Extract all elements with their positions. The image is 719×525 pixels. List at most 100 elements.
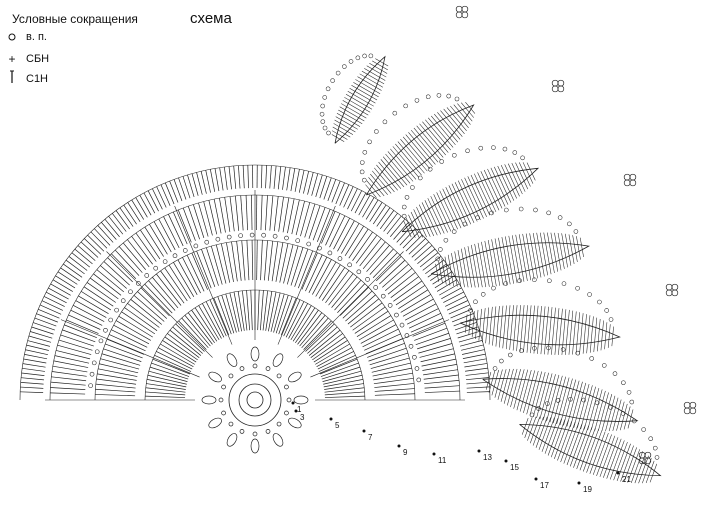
dc-stitch (213, 297, 230, 336)
dc-stitch (246, 290, 250, 331)
dc-stitch (202, 303, 222, 339)
dc-stitch (63, 263, 83, 278)
chain-stitch (239, 366, 245, 371)
dc-stitch (246, 240, 250, 281)
dc-stitch (156, 351, 193, 370)
dc-stitch (177, 259, 198, 296)
dc-stitch (463, 358, 487, 364)
dc-stitch (371, 362, 411, 373)
dc-stitch (156, 273, 182, 306)
dc-stitch (74, 248, 93, 265)
dc-stitch (66, 319, 99, 334)
dc-stitch (158, 347, 194, 368)
dc-stitch (461, 344, 484, 351)
dc-stitch (280, 297, 297, 336)
dc-stitch (251, 240, 254, 281)
dc-stitch (301, 317, 329, 349)
picot-flower (455, 5, 469, 19)
dc-stitch (337, 283, 366, 313)
row-number: 15 (510, 463, 519, 472)
dc-stitch (423, 369, 458, 376)
chain-stitch (94, 349, 100, 355)
chain-stitch (284, 410, 289, 416)
legend-label-dc: С1Н (26, 72, 49, 85)
dc-stitch (215, 244, 227, 284)
dc-stitch (225, 293, 237, 333)
dc-stitch (213, 199, 222, 234)
dc-stitch (299, 315, 326, 347)
spoke (60, 319, 200, 378)
chain-stitch (238, 233, 243, 238)
dc-stitch (226, 242, 234, 282)
petal (431, 206, 590, 288)
dc-stitch (86, 282, 116, 303)
dc-stitch (294, 248, 309, 287)
dc-stitch (221, 295, 235, 334)
dc-stitch (118, 246, 143, 273)
chain-stitch (408, 343, 414, 349)
dc-stitch (60, 267, 80, 282)
dc-stitch (156, 186, 167, 208)
cluster (201, 395, 217, 405)
row-start-dot (432, 452, 436, 456)
dc-stitch (50, 392, 86, 395)
dc-stitch (422, 256, 442, 271)
dc-stitch (297, 312, 323, 345)
dc-stitch (20, 391, 44, 393)
dc-stitch (441, 287, 462, 300)
dc-stitch (56, 350, 91, 360)
dc-stitch (191, 252, 208, 290)
chain-stitch (252, 431, 258, 437)
dc-stitch (55, 275, 76, 289)
dc-stitch (33, 322, 55, 331)
cluster (272, 433, 284, 447)
picot-flower (623, 173, 637, 187)
dc-stitch (257, 290, 260, 331)
dc-stitch (319, 358, 358, 375)
dc-stitch (260, 165, 263, 189)
chain-stitch (221, 410, 226, 416)
dc-stitch (182, 207, 196, 241)
dc-stitch (36, 313, 58, 323)
dc-stitch (113, 324, 150, 345)
dc-stitch (160, 270, 185, 304)
dc-stitch (172, 326, 203, 354)
petal-motifs (319, 5, 697, 484)
dc-stitch (364, 333, 401, 351)
dc-stitch (301, 252, 318, 290)
dc-stitch (95, 383, 136, 389)
dc-stitch (182, 257, 201, 294)
dc-stitch (105, 343, 143, 359)
dc-stitch (465, 377, 489, 381)
dc-stitch (99, 363, 139, 374)
dc-stitch (115, 320, 151, 341)
dc-stitch (73, 305, 105, 322)
dc-stitch (50, 387, 86, 390)
chain-stitch (162, 259, 168, 264)
chain-stitch (394, 312, 399, 318)
dc-stitch (130, 299, 162, 325)
dc-stitch (167, 333, 200, 358)
dc-stitch (343, 186, 354, 208)
dc-stitch (127, 239, 150, 268)
dc-stitch (372, 204, 387, 225)
dc-stitch (96, 378, 137, 385)
dc-stitch (90, 231, 108, 249)
dc-stitch (298, 170, 305, 193)
dc-stitch (310, 333, 343, 358)
dc-stitch (149, 224, 168, 255)
dc-stitch (210, 245, 223, 285)
dc-stitch (264, 240, 268, 281)
picot-flower (665, 283, 679, 297)
chain-stitch (153, 265, 159, 271)
dc-stitch (466, 381, 490, 385)
dc-stitch (352, 306, 386, 331)
dc-stitch (51, 376, 87, 382)
dc-stitch (103, 261, 130, 286)
dc-stitch (217, 296, 232, 335)
dc-stitch (80, 291, 112, 311)
dc-stitch (372, 367, 412, 377)
dc-stitch (368, 347, 407, 362)
dc-stitch (265, 165, 268, 189)
dc-stitch (287, 198, 295, 234)
